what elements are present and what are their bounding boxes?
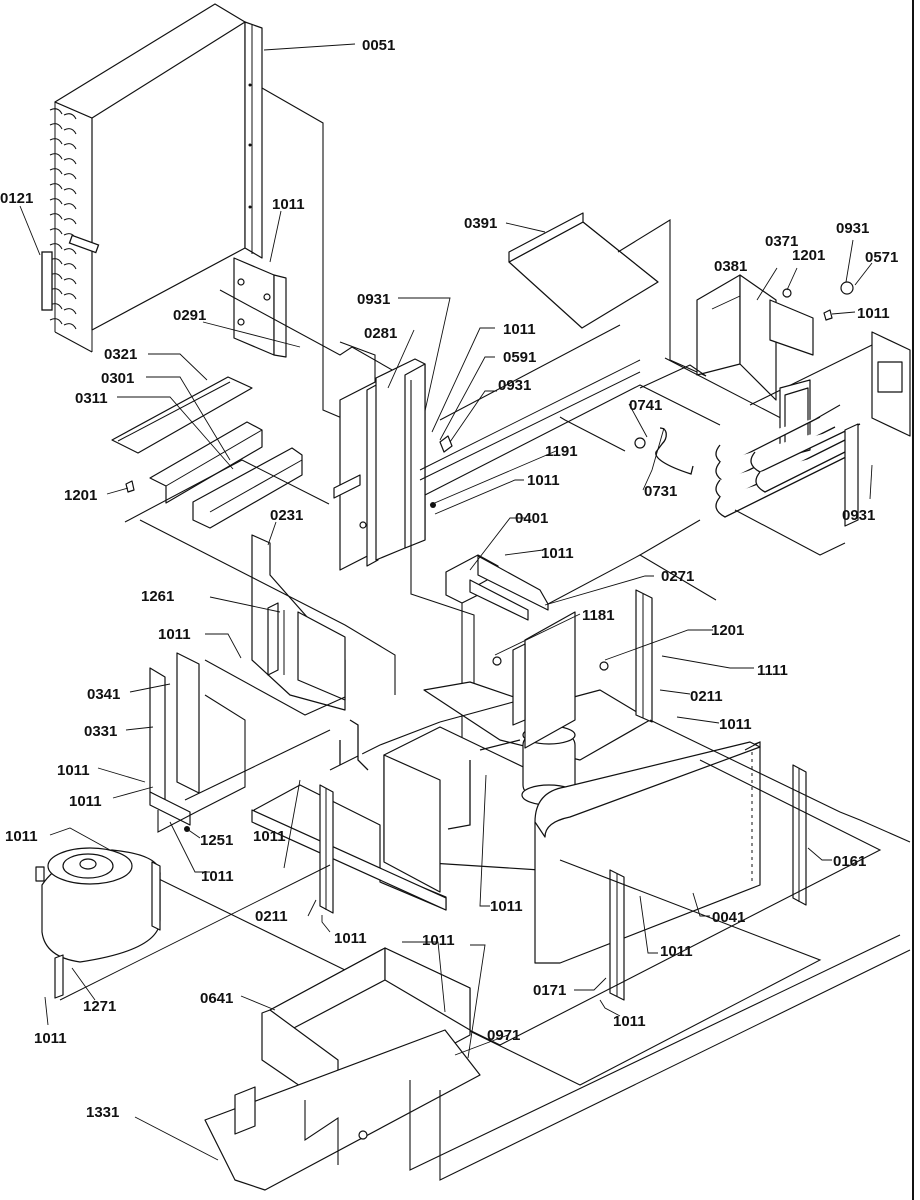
callout-0161: 0161 — [833, 853, 866, 870]
callout-0391: 0391 — [464, 215, 497, 232]
callout-0051: 0051 — [362, 37, 395, 54]
callout-1011: 1011 — [613, 1013, 646, 1030]
corner-posts — [319, 589, 807, 1001]
heater-box — [639, 274, 854, 429]
callout-1011: 1011 — [334, 930, 367, 947]
callout-1201: 1201 — [792, 247, 825, 264]
callout-0731: 0731 — [644, 483, 677, 500]
callout-0121: 0121 — [0, 190, 33, 207]
callout-1011: 1011 — [272, 196, 305, 213]
bracket-1271 — [54, 954, 64, 999]
callout-0641: 0641 — [200, 990, 233, 1007]
callout-0591: 0591 — [503, 349, 536, 366]
heater-elements — [638, 379, 861, 601]
callout-1271: 1271 — [83, 998, 116, 1015]
callout-1011: 1011 — [527, 472, 560, 489]
partition-0231 — [139, 519, 396, 716]
callout-labels: 0051 0121 1011 0291 0931 0281 1011 0591 … — [0, 37, 898, 1121]
callout-0931: 0931 — [842, 507, 875, 524]
outdoor-coil — [534, 741, 761, 964]
limit-switch-0571 — [840, 281, 854, 295]
callout-1011: 1011 — [503, 321, 536, 338]
control-panels — [333, 358, 453, 571]
callout-1011: 1011 — [57, 762, 90, 779]
callout-0341: 0341 — [87, 686, 120, 703]
callout-1011: 1011 — [5, 828, 38, 845]
callout-0381: 0381 — [714, 258, 747, 275]
callout-0281: 0281 — [364, 325, 397, 342]
rail-1191 — [419, 324, 721, 508]
callout-1011: 1011 — [719, 716, 752, 733]
drain-pan-brackets — [111, 376, 330, 529]
callout-0041: 0041 — [712, 909, 745, 926]
callout-1261: 1261 — [141, 588, 174, 605]
top-braces — [445, 554, 641, 740]
callout-0971: 0971 — [487, 1027, 520, 1044]
callout-0371: 0371 — [765, 233, 798, 250]
callout-1011: 1011 — [490, 898, 523, 915]
callout-1201: 1201 — [711, 622, 744, 639]
callout-0401: 0401 — [515, 510, 548, 527]
callout-0931: 0931 — [498, 377, 531, 394]
leader-lines — [19, 43, 873, 1161]
callout-0931: 0931 — [357, 291, 390, 308]
callout-0171: 0171 — [533, 982, 566, 999]
switch-0591 — [439, 435, 453, 453]
coil-bracket — [233, 257, 287, 358]
callout-1011: 1011 — [34, 1030, 67, 1047]
cover-0391 — [508, 212, 707, 377]
side-panels-0341-0331 — [149, 652, 331, 833]
drain-tube — [559, 416, 694, 475]
callout-1011: 1011 — [660, 943, 693, 960]
callout-1011: 1011 — [253, 828, 286, 845]
group-outline — [410, 380, 475, 690]
callout-0741: 0741 — [629, 397, 662, 414]
corner-post-0211-right — [635, 589, 653, 723]
callout-1011: 1011 — [422, 932, 455, 949]
callout-1181: 1181 — [582, 607, 615, 624]
group-outline — [261, 87, 376, 433]
callout-1011: 1011 — [69, 793, 102, 810]
coil-tube-bends — [41, 108, 100, 330]
blower-assembly — [35, 847, 331, 1001]
access-panel — [749, 331, 911, 437]
callout-1111: 1111 — [757, 662, 788, 679]
callout-1011: 1011 — [541, 545, 574, 562]
callout-1011: 1011 — [158, 626, 191, 643]
indoor-coil — [41, 3, 263, 353]
callout-1201: 1201 — [64, 487, 97, 504]
callout-1251: 1251 — [200, 832, 233, 849]
group-outline — [219, 289, 416, 384]
callout-0271: 0271 — [661, 568, 694, 585]
group-outline — [649, 719, 911, 843]
callout-0291: 0291 — [173, 307, 206, 324]
callout-1191: 1191 — [545, 443, 578, 460]
callout-0211: 0211 — [255, 908, 288, 925]
callout-1011: 1011 — [857, 305, 890, 322]
callout-0331: 0331 — [84, 723, 117, 740]
callout-0211: 0211 — [690, 688, 723, 705]
callout-0311: 0311 — [75, 390, 108, 407]
callout-0931: 0931 — [836, 220, 869, 237]
callout-0571: 0571 — [865, 249, 898, 266]
callout-1011: 1011 — [201, 868, 234, 885]
callout-1331: 1331 — [86, 1104, 119, 1121]
callout-0301: 0301 — [101, 370, 134, 387]
callout-0231: 0231 — [270, 507, 303, 524]
callout-0321: 0321 — [104, 346, 137, 363]
base-0971 — [204, 934, 911, 1191]
chassis-base — [251, 681, 651, 911]
